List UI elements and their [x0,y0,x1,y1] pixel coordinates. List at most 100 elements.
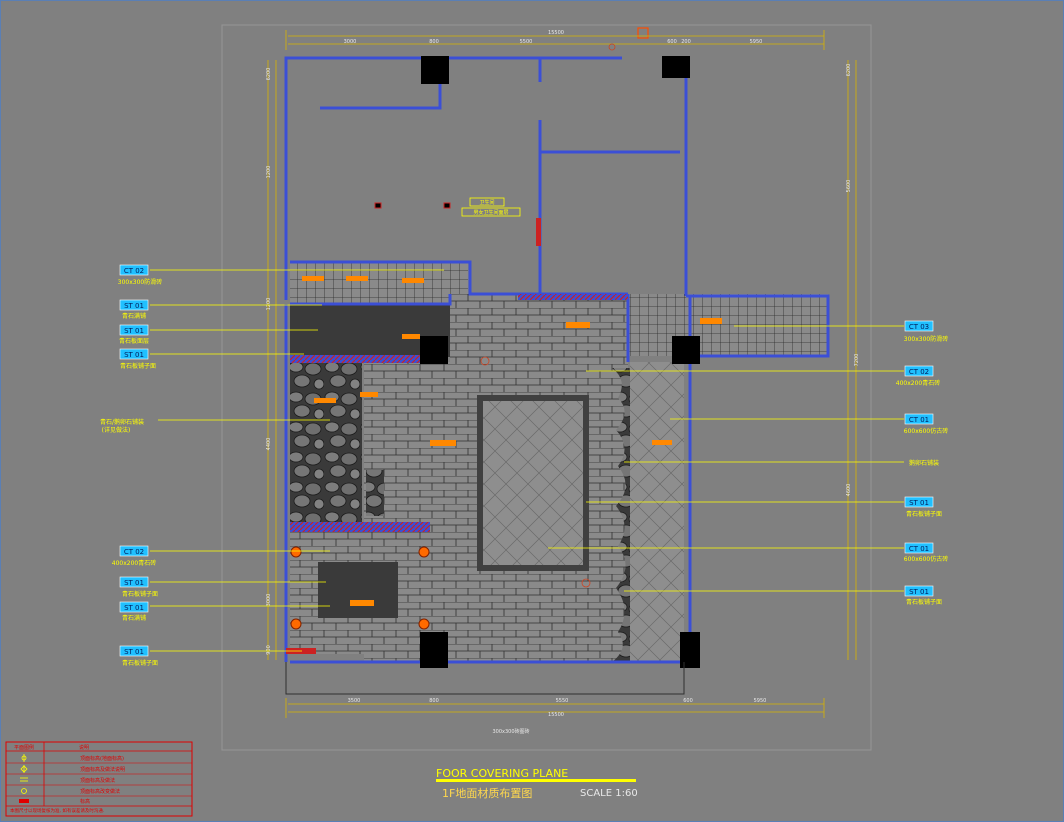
material-tag-left-1: CT 02 300x300防滑砖 [118,264,162,286]
tag-desc: 600x600仿古砖 [904,427,948,435]
dim-right-3: 7200 [854,354,860,367]
material-tag-left-2: ST 01 青石满铺 [119,299,149,320]
dim-left-6: 900 [266,645,272,655]
material-tag-right-4: 鹅卵石铺装 [909,459,939,467]
legend-row-3: 顶面标高及做法 [80,777,115,784]
tag-code: ST 01 [124,604,144,612]
zone-pebble-inset [366,470,384,516]
dim-bottom-3: 5550 [556,698,569,704]
dim-bottom-overall: 15500 [548,712,564,718]
legend-symbol-level [19,799,29,803]
outline-base [285,662,685,695]
material-tag-left-7: ST 01 青石板铺子面 [119,576,158,598]
tag-desc: 青石板铺子面 [122,590,158,598]
dim-bottom-1: 3500 [348,698,361,704]
tag-code: CT 03 [909,323,929,331]
wall-hatched-top [518,294,628,300]
dim-left-5: 3000 [266,594,272,607]
zone-pebble-strip [612,368,630,662]
tag-desc: 鹅卵石铺装 [909,459,939,467]
dimensions [267,30,857,718]
dim-right-4: 4600 [846,484,852,497]
leaders-right [548,325,904,592]
dim-left-2: 1200 [266,166,272,179]
tag-code: CT 01 [909,545,929,553]
material-tag-left-9: ST 01 青石板铺子面 [119,645,158,667]
legend-row-2: 顶面标高及做法说明 [80,766,125,773]
room-label-box-1 [469,197,505,207]
tag-desc: 青石板铺子面 [906,598,942,606]
tag-desc-line2: (详见做法) [102,426,131,434]
tag-desc: 300x300防滑砖 [904,335,948,343]
wall-hatched-left [290,355,420,363]
tag-desc: 400x200青石砖 [112,559,156,567]
tag-desc: 青石板铺子面 [906,510,942,518]
tag-code: ST 01 [909,588,929,596]
dim-left-4: 4400 [266,438,272,451]
room-label-2: 男女卫生间面层 [473,209,508,216]
finish-annotations [302,276,722,606]
dim-top-5: 200 [681,39,691,45]
upper-area [286,58,686,294]
zone-brick-top [450,294,628,364]
tag-code: CT 02 [909,368,929,376]
marker-circles [480,43,616,588]
zone-600-tile-right [630,362,684,662]
legend-table: 平面图例 说明 顶面标高(地面标高) 顶面标高及做法说明 顶面标高及做法 顶面标… [5,741,193,817]
wall-hatched-mid [290,522,430,532]
columns [420,56,700,668]
legend-symbols [20,754,28,794]
pillar-circles [290,546,430,630]
tag-desc-line1: 青石/鹅卵石铺装 [100,418,144,426]
room-label-1: 卫生间 [479,199,494,206]
zone-feature-pad [318,562,398,618]
tag-desc: 400x200青石砖 [896,379,940,387]
legend-row-1: 顶面标高(地面标高) [80,755,124,762]
material-tag-right-7: ST 01 青石板铺子面 [904,585,942,606]
tag-desc: 青石板面层 [119,337,149,345]
tag-desc: 300x300防滑砖 [118,278,162,286]
material-tag-left-8: ST 01 青石满铺 [119,601,149,622]
zone-pebble-left [290,362,362,522]
dim-top-1: 3000 [344,39,357,45]
dim-bottom-2: 800 [429,698,439,704]
sheet-frame [221,24,872,751]
material-tag-right-6: CT 01 600x600仿古砖 [904,542,948,563]
tag-code: CT 01 [909,416,929,424]
drawing-title-en: FOOR COVERING PLANE [436,767,568,780]
drawing-scale: SCALE 1:60 [580,788,638,799]
dim-left-3: 1200 [266,298,272,311]
tag-code: ST 01 [124,648,144,656]
legend-header-1: 平面图例 [14,744,34,751]
material-tag-left-3: ST 01 青石板面层 [119,324,149,345]
drawing-title-cn: 1F地面材质布置图 [442,786,532,800]
tag-code: CT 02 [124,267,144,275]
dim-top-6: 5950 [750,39,763,45]
dim-top-overall: 15500 [548,30,564,36]
legend-footnote: 本图尺寸以现场复核为准, 如有误差请及时沟通. [10,807,104,814]
material-tag-left-4: ST 01 青石板铺子面 [119,348,156,370]
tag-desc: 青石板铺子面 [120,362,156,370]
material-tag-right-1: CT 03 300x300防滑砖 [904,320,948,343]
title-underline [436,779,636,782]
legend-header-2: 说明 [79,744,89,751]
material-tag-right-5: ST 01 青石板铺子面 [904,496,942,518]
dim-top-4: 600 [667,39,677,45]
material-tag-right-2: CT 02 400x200青石砖 [896,365,940,387]
zone-300-tile-top-left [290,262,468,304]
room-label-box-2 [461,207,521,217]
floor-drain-1 [374,202,382,209]
legend-row-5: 标高 [80,798,90,805]
tag-desc: 青石板铺子面 [122,659,158,667]
dim-right-2: 5600 [846,180,852,193]
tag-code: ST 01 [124,302,144,310]
material-tag-left-6: CT 02 400x200青石砖 [112,545,156,567]
dim-left-1: 6200 [266,68,272,81]
tag-code: ST 01 [124,579,144,587]
dim-bottom-note: 300x300砖图砖 [492,728,529,735]
zone-300-tile-right [628,294,828,356]
tag-desc: 青石满铺 [122,614,146,622]
north-marker [637,27,649,39]
leaders-left [150,269,444,652]
